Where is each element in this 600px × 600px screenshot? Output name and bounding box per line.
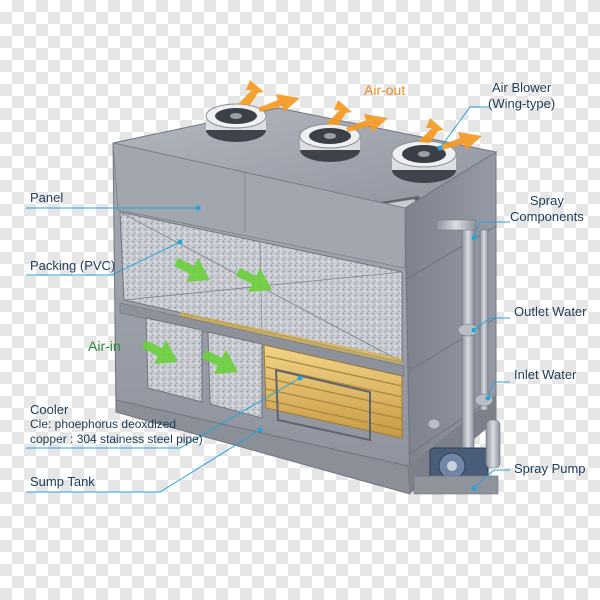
label-spray-components-line1: Spray [529,193,564,208]
label-packing: Packing (PVC) [30,258,116,273]
label-cooler-line2: Cle: phoephorus deoxdized [30,417,177,431]
panel-band [112,142,406,269]
leader-lines [26,106,510,493]
label-spray-components-line2: Components [510,209,584,224]
label-spray-components: Spray Components [510,193,584,225]
label-air-blower: Air Blower (Wing-type) [488,80,555,112]
label-air-out: Air-out [364,82,406,98]
label-cooler-line3: copper : 304 stainess steel pipe) [30,432,203,446]
spray-pump [413,419,501,495]
label-cooler-line1: Cooler [30,402,69,417]
air-inlet-louver-middle [207,331,263,419]
label-sump-tank: Sump Tank [30,474,95,489]
label-outlet-water: Outlet Water [514,304,587,319]
fan-1 [205,103,267,142]
airflow-in-arrows [142,258,272,374]
label-air-blower-line2: (Wing-type) [488,96,556,111]
label-spray-pump: Spray Pump [514,461,586,476]
cooler-coil [263,344,403,442]
fan-2 [299,123,361,162]
label-air-blower-line1: Air Blower [491,80,552,95]
label-cooler: Cooler Cle: phoephorus deoxdized copper … [30,402,203,447]
label-panel: Panel [30,190,64,205]
label-inlet-water: Inlet Water [514,367,577,382]
spray-riser-pipe [461,221,475,463]
leader-dots [177,145,491,491]
label-air-in: Air-in [88,338,121,354]
airflow-out-arrows [238,80,482,150]
